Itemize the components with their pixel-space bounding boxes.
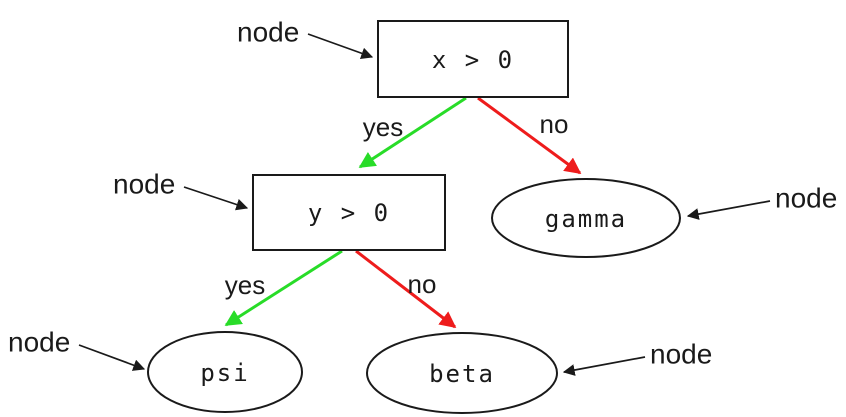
- edge-yes-root-to-ycheck: [358, 96, 467, 169]
- annotation-label-root: node: [237, 17, 299, 48]
- leaf-node-gamma: [491, 178, 681, 258]
- leaf-node-psi-label: psi: [200, 359, 249, 387]
- annotation-label-y-check: node: [113, 169, 175, 200]
- annotation-label-beta: node: [650, 339, 712, 370]
- leaf-node-beta: [366, 332, 558, 414]
- decision-node-y-check: [252, 174, 446, 251]
- edge-no-root-to-gamma: [477, 96, 582, 175]
- decision-node-root: [377, 20, 569, 98]
- annotation-arrow-root: [307, 33, 374, 59]
- decision-node-root-label: x > 0: [432, 46, 514, 74]
- decision-node-y-check-label: y > 0: [308, 199, 390, 227]
- edge-label-no: no: [408, 269, 437, 299]
- leaf-node-psi: [147, 331, 303, 413]
- edge-label-yes: yes: [225, 270, 265, 300]
- edge-yes-ycheck-to-psi: [224, 249, 343, 327]
- annotation-arrow-gamma: [686, 200, 771, 220]
- annotation-arrow-y-check: [183, 186, 249, 211]
- edge-no-ycheck-to-beta: [355, 249, 457, 329]
- annotation-arrow-psi: [78, 344, 146, 371]
- annotation-label-gamma: node: [775, 183, 837, 214]
- leaf-node-gamma-label: gamma: [545, 205, 627, 233]
- annotation-arrow-beta: [562, 356, 646, 376]
- annotation-label-psi: node: [8, 327, 70, 358]
- edge-label-yes: yes: [363, 112, 403, 142]
- leaf-node-beta-label: beta: [429, 360, 495, 388]
- edge-label-no: no: [540, 109, 569, 139]
